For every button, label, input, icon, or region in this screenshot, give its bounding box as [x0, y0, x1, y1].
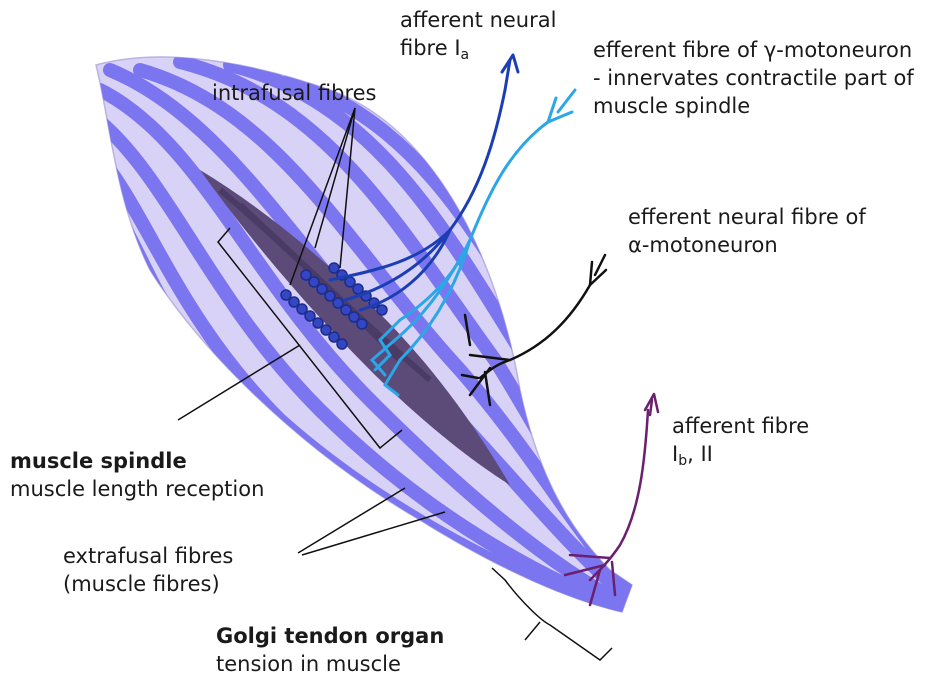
golgi-subtitle: tension in muscle [216, 650, 444, 678]
extrafusal-pointer [298, 488, 405, 553]
afferent-ib-line2-suffix: , II [687, 442, 713, 466]
label-gamma-motoneuron: efferent fibre of γ-motoneuron - innerva… [593, 36, 914, 120]
label-golgi-tendon-organ: Golgi tendon organ tension in muscle [216, 622, 444, 678]
alpha-line1: efferent neural fibre of [628, 203, 866, 231]
gamma-line2: - innervates contractile part of [593, 64, 914, 92]
afferent-ia-line2-text: fibre I [400, 36, 461, 60]
alpha-line2: α-motoneuron [628, 231, 866, 259]
afferent-ia-line2: fibre Ia [400, 34, 556, 62]
label-intrafusal-fibres: intrafusal fibres [212, 79, 377, 107]
golgi-pointer [525, 622, 540, 640]
label-alpha-motoneuron: efferent neural fibre of α-motoneuron [628, 203, 866, 259]
afferent-ia-line1: afferent neural [400, 6, 556, 34]
muscle-spindle-subtitle: muscle length reception [10, 475, 264, 503]
afferent-ib-line1: afferent fibre [672, 412, 809, 440]
afferent-ia-subscript: a [461, 47, 470, 63]
afferent-ib-subscript: b [678, 453, 687, 469]
extrafusal-line2: (muscle fibres) [63, 570, 233, 598]
muscle-spindle-title: muscle spindle [10, 447, 264, 475]
gamma-line1: efferent fibre of γ-motoneuron [593, 36, 914, 64]
gamma-arrow-shaft [558, 90, 575, 112]
afferent-ib-line2: Ib, II [672, 440, 809, 468]
golgi-title: Golgi tendon organ [216, 622, 444, 650]
label-afferent-ib: afferent fibre Ib, II [672, 412, 809, 468]
gamma-line3: muscle spindle [593, 92, 914, 120]
label-muscle-spindle: muscle spindle muscle length reception [10, 447, 264, 503]
extrafusal-line1: extrafusal fibres [63, 542, 233, 570]
label-extrafusal-fibres: extrafusal fibres (muscle fibres) [63, 542, 233, 598]
alpha-arrow-head [590, 262, 606, 285]
label-afferent-ia: afferent neural fibre Ia [400, 6, 556, 62]
